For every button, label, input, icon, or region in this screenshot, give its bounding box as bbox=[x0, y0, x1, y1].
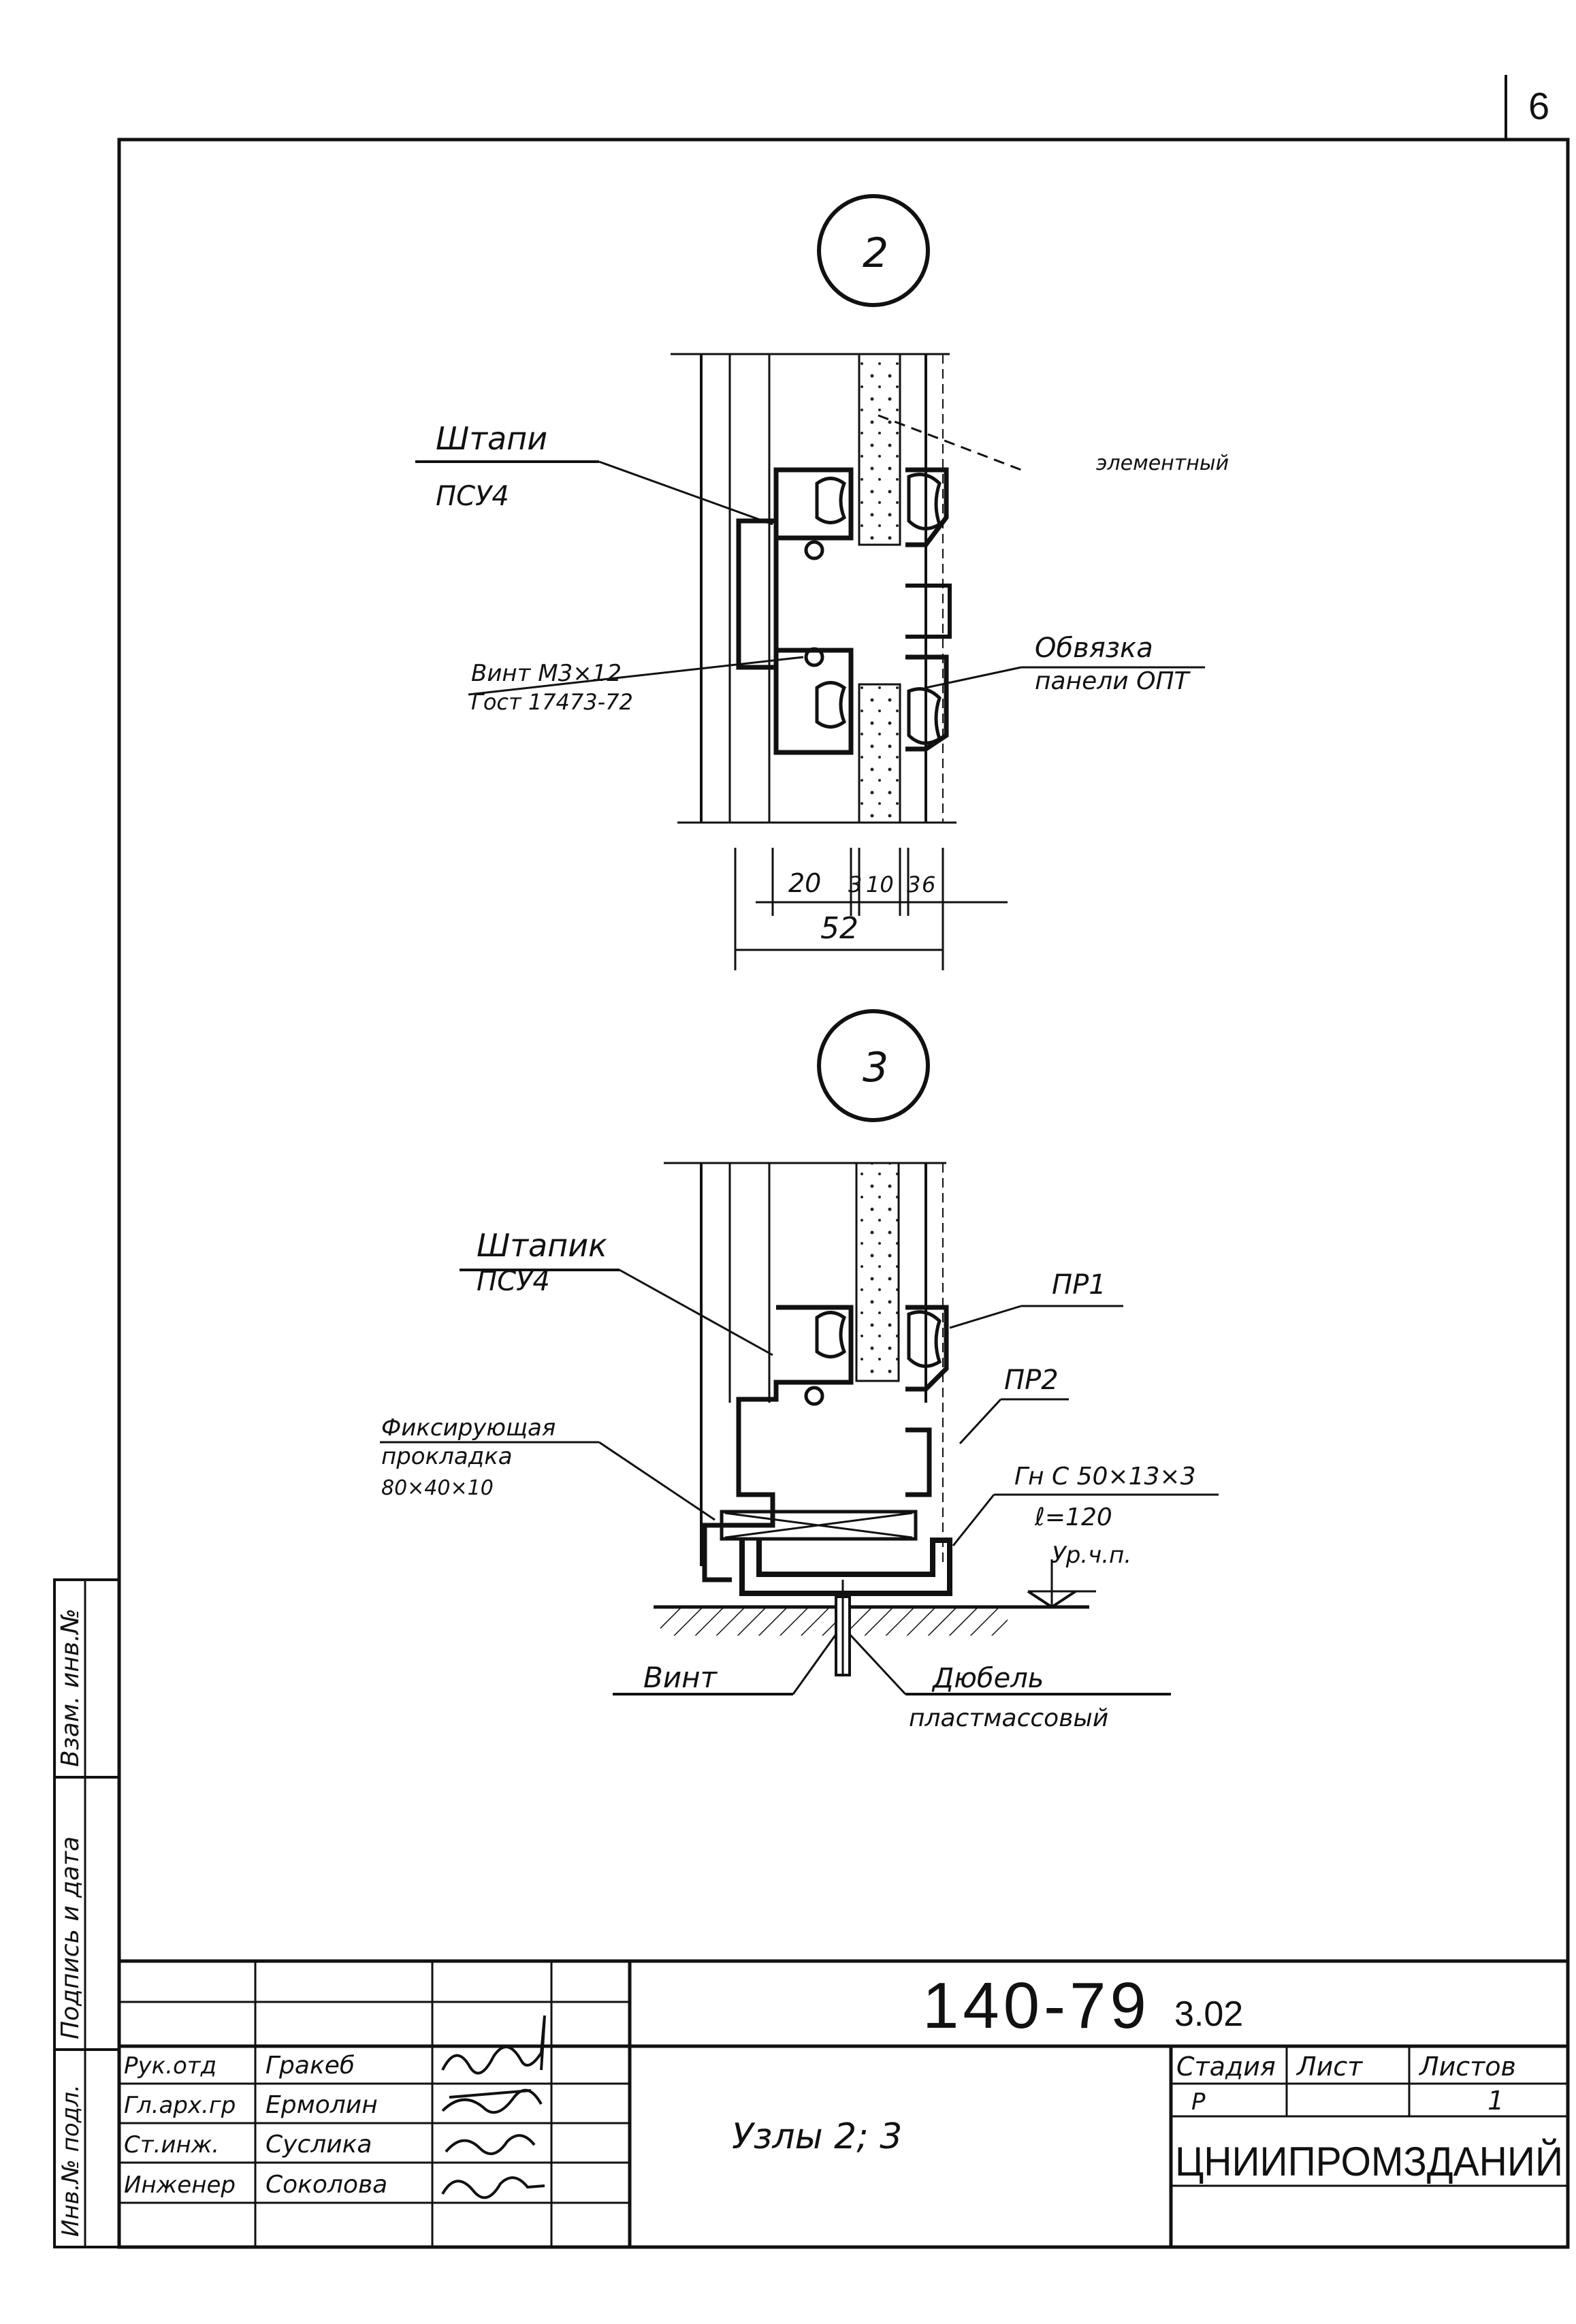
detail-3-label-screw: Винт bbox=[643, 1661, 718, 1694]
signature-role-1: Рук.отд bbox=[124, 2052, 216, 2080]
detail-2-glass-upper bbox=[858, 353, 901, 546]
dim-10: 10 bbox=[866, 872, 894, 897]
detail-2-dimensions: 20 3 10 3 6 52 bbox=[734, 848, 1008, 970]
dim-3: 3 bbox=[848, 872, 862, 897]
margin-label-orig: Инв.№ подл. bbox=[57, 2084, 84, 2237]
detail-3: 3 bbox=[380, 1009, 1219, 1732]
page-number: 6 bbox=[1528, 84, 1549, 127]
signature-scribble-2 bbox=[441, 2088, 543, 2114]
sheet-frame bbox=[117, 138, 1570, 2249]
signature-name-1: Гракеб bbox=[266, 2052, 355, 2080]
detail-2: 2 Штапи ПСУ4 элементны bbox=[415, 194, 1229, 970]
detail-2-frame-profile bbox=[736, 467, 854, 755]
signature-scribble-1 bbox=[441, 2015, 546, 2075]
stage-value: Р bbox=[1191, 2088, 1206, 2116]
detail-2-marker bbox=[817, 194, 930, 307]
sheets-value: 1 bbox=[1487, 2086, 1504, 2116]
signature-role-3: Ст.инж. bbox=[124, 2131, 219, 2159]
detail-2-marker-number: 2 bbox=[863, 229, 888, 277]
signature-name-3: Суслика bbox=[266, 2131, 372, 2159]
detail-3-label-pr1: ПР1 bbox=[1052, 1269, 1106, 1301]
page-number-box: 6 bbox=[1505, 75, 1549, 140]
detail-2-label-frame-type: панели ОПТ bbox=[1035, 667, 1191, 695]
detail-3-label-channel: Гн С 50×13×3 bbox=[1014, 1463, 1195, 1491]
signature-name-2: Ермолин bbox=[266, 2091, 378, 2119]
signature-scribble-3 bbox=[445, 2134, 536, 2155]
detail-2-label-frame: Обвязка bbox=[1035, 633, 1153, 664]
margin-label-sign: Подпись и дата bbox=[57, 1836, 84, 2039]
detail-3-marker-number: 3 bbox=[863, 1044, 888, 1092]
document-code: 140-79 bbox=[922, 1969, 1151, 2042]
detail-3-label-bead-type: ПСУ4 bbox=[477, 1266, 550, 1297]
margin-label-inv: Взам. инв.№ bbox=[57, 1608, 84, 1767]
detail-3-label-pad: Фиксирующая bbox=[381, 1414, 556, 1442]
detail-3-marker bbox=[817, 1009, 930, 1122]
detail-2-label-bead: Штапи bbox=[436, 420, 547, 457]
detail-2-label-screw-standard: Гост 17473-72 bbox=[471, 689, 633, 715]
detail-3-label-pr2: ПР2 bbox=[1004, 1365, 1059, 1396]
margin-stamp: Взам. инв.№ Подпись и дата Инв.№ подл. bbox=[53, 1578, 120, 2248]
dim-6: 6 bbox=[922, 872, 935, 897]
detail-3-floor-hatch bbox=[660, 1608, 1008, 1636]
detail-3-label-channel-length: ℓ=120 bbox=[1034, 1503, 1112, 1531]
detail-3-glass bbox=[855, 1162, 900, 1382]
detail-3-frame-profile bbox=[702, 1305, 854, 1582]
detail-3-label-dowel-material: пластмассовый bbox=[909, 1704, 1108, 1732]
detail-3-label-pad-size: 80×40×10 bbox=[381, 1476, 494, 1500]
header-sheets: Листов bbox=[1418, 2052, 1516, 2082]
detail-3-channel bbox=[739, 1538, 952, 1596]
detail-3-label-pad-line2: прокладка bbox=[381, 1443, 513, 1470]
dim-3b: 3 bbox=[907, 872, 920, 897]
signature-scribble-4 bbox=[441, 2176, 545, 2199]
detail-3-label-bead: Штапик bbox=[477, 1227, 607, 1264]
dim-total-52: 52 bbox=[820, 911, 858, 946]
detail-3-label-floor-level: Ур.ч.п. bbox=[1052, 1542, 1131, 1569]
detail-2-label-screw: Винт М3×12 bbox=[471, 660, 622, 687]
drawing-title: Узлы 2; 3 bbox=[732, 2116, 902, 2157]
detail-2-glass-lower bbox=[858, 683, 901, 824]
detail-2-label-bead-type: ПСУ4 bbox=[436, 481, 509, 512]
signature-role-4: Инженер bbox=[124, 2171, 236, 2199]
detail-3-fixing-pad bbox=[720, 1510, 918, 1541]
organization-name: ЦНИИПРОМЗДАНИЙ bbox=[1175, 2139, 1563, 2184]
header-stage: Стадия bbox=[1176, 2052, 1276, 2082]
dim-20: 20 bbox=[788, 868, 821, 898]
document-suffix: 3.02 bbox=[1174, 1994, 1243, 2034]
signature-name-4: Соколова bbox=[266, 2171, 387, 2199]
header-sheet: Лист bbox=[1296, 2052, 1364, 2082]
detail-2-label-seal: элементный bbox=[1096, 451, 1229, 475]
title-block: 140-79 3.02 Узлы 2; 3 Стадия Лист Листов… bbox=[119, 1959, 1568, 2247]
detail-3-label-dowel: Дюбель bbox=[931, 1663, 1044, 1694]
signature-role-2: Гл.арх.гр bbox=[124, 2092, 236, 2119]
